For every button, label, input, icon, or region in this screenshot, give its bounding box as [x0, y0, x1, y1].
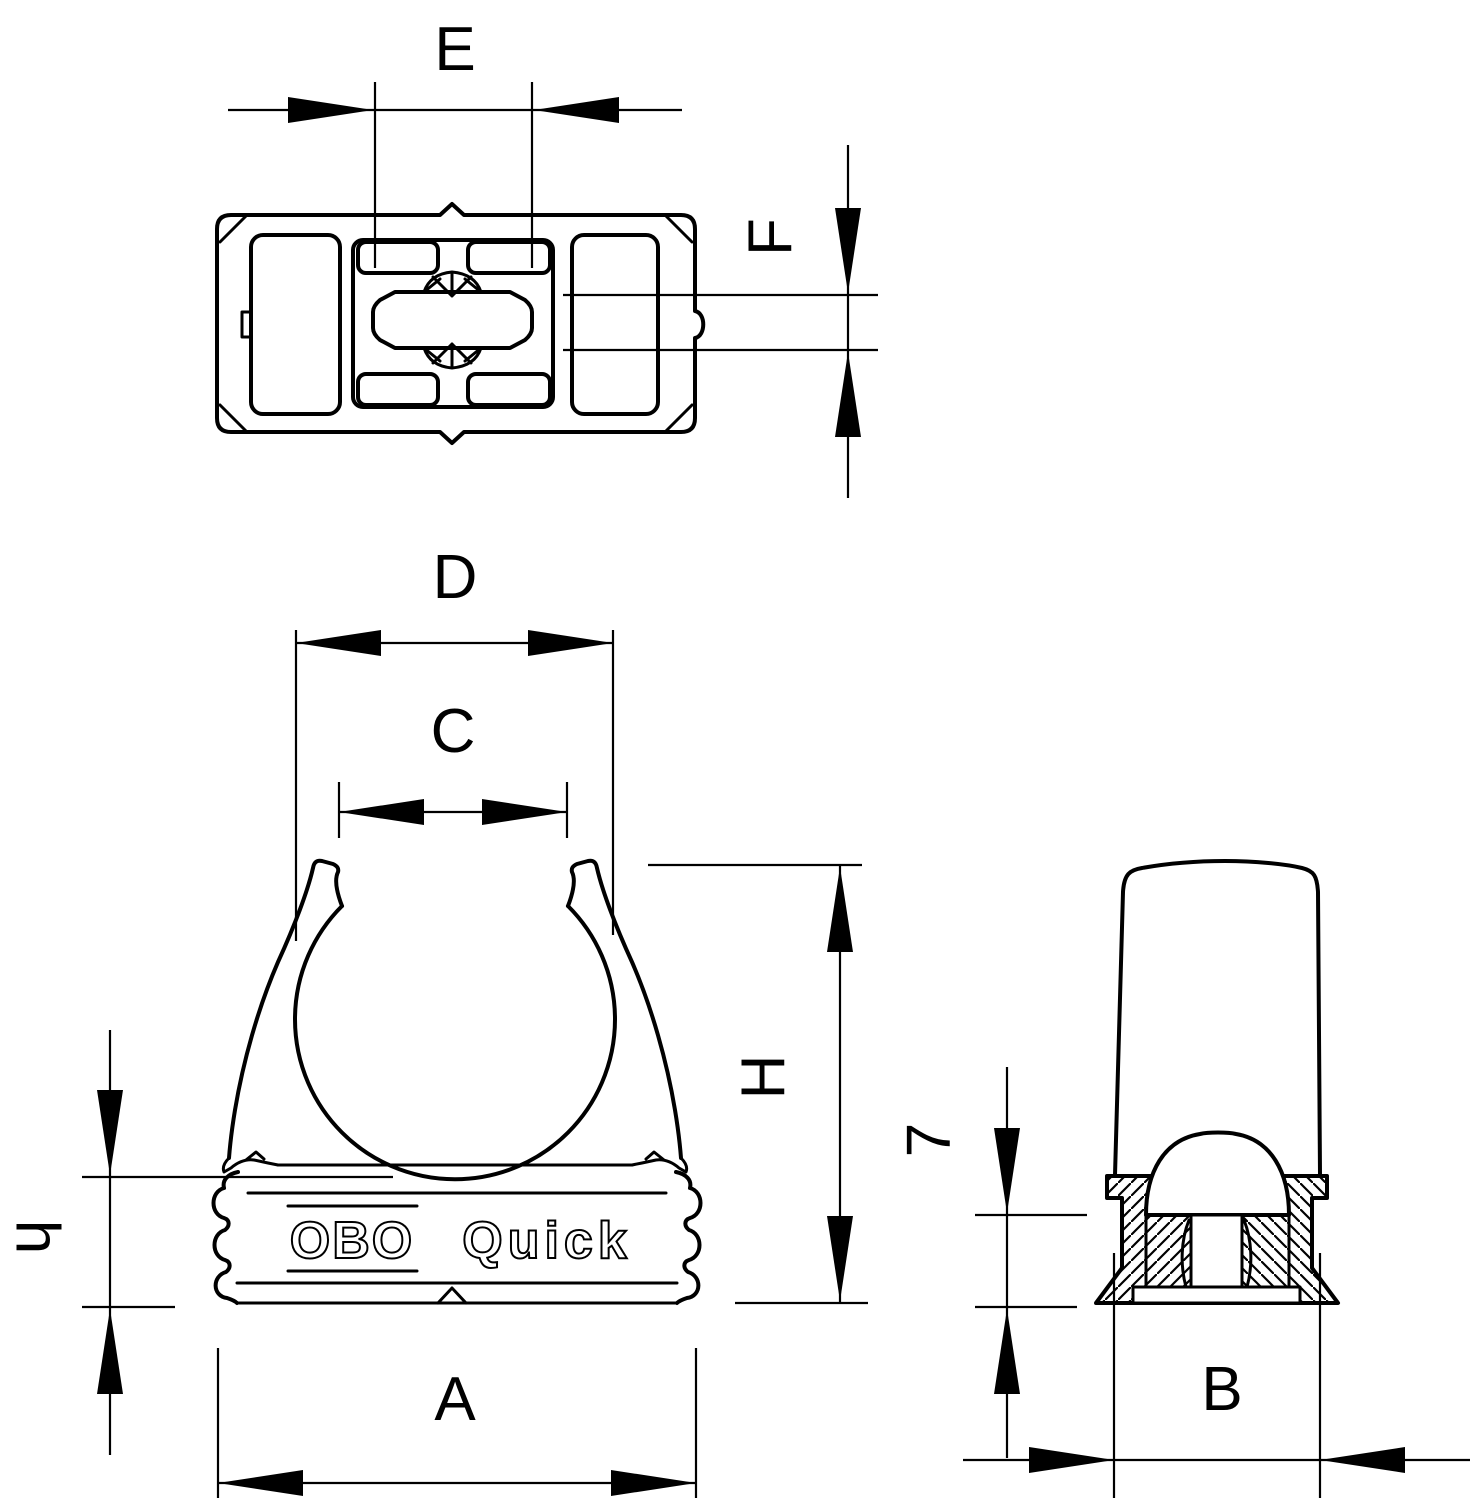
arrowhead — [1029, 1447, 1114, 1473]
dim-label-F: F — [737, 218, 806, 256]
arrowhead — [827, 1216, 853, 1301]
dim-label-7: 7 — [895, 1123, 964, 1157]
dimension-B: B — [963, 1253, 1470, 1498]
front-view-pipe-opening — [293, 904, 617, 1182]
dim-label-C: C — [431, 697, 476, 766]
top-view-right-pad — [570, 233, 660, 416]
top-view-fan-bottom — [422, 342, 483, 370]
arrowhead — [835, 352, 861, 437]
top-view-slot — [371, 290, 534, 350]
arrowhead — [528, 630, 613, 656]
front-view-base-left-serration — [211, 1170, 240, 1305]
dimension-A: A — [216, 1348, 698, 1498]
front-view-left-arm — [227, 858, 344, 1160]
dimension-D: D — [294, 543, 615, 941]
arrowhead — [288, 97, 373, 123]
emboss-product: Quick — [462, 1212, 632, 1270]
top-view — [215, 202, 706, 445]
dimension-C: C — [337, 697, 569, 838]
dimension-h: h — [2, 1030, 393, 1455]
side-view-cap — [1113, 859, 1322, 1177]
arrowhead — [994, 1309, 1020, 1394]
arrowhead — [339, 799, 424, 825]
arrowhead — [218, 1470, 303, 1496]
side-view-base-outline — [1094, 1174, 1340, 1305]
dim-label-A: A — [434, 1365, 476, 1434]
front-view-base-notch — [436, 1286, 468, 1305]
dimension-F: F — [563, 145, 878, 498]
arrowhead — [994, 1128, 1020, 1213]
dimension-E: E — [228, 15, 682, 268]
top-view-left-pad — [249, 233, 342, 416]
side-view-dome — [1144, 1130, 1291, 1217]
arrowhead — [827, 867, 853, 952]
dim-label-D: D — [433, 543, 478, 612]
top-view-fan-top — [422, 270, 483, 298]
arrowhead — [534, 97, 619, 123]
side-view-base-plate — [1131, 1285, 1302, 1305]
dim-label-h: h — [2, 1220, 71, 1254]
dim-label-E: E — [434, 15, 475, 84]
dimension-H: H — [648, 863, 868, 1305]
arrowhead — [1320, 1447, 1405, 1473]
arrowhead — [97, 1309, 123, 1394]
arrowhead — [835, 208, 861, 293]
front-view-right-ear — [630, 1150, 689, 1174]
front-view-left-ear — [221, 1150, 280, 1174]
arrowhead — [611, 1470, 696, 1496]
top-view-body-outline — [215, 202, 706, 445]
front-view-base-right-serration — [674, 1170, 703, 1305]
emboss-brand: OBO — [290, 1212, 414, 1270]
top-view-center-block — [351, 238, 555, 409]
arrowhead — [296, 630, 381, 656]
dim-label-H: H — [730, 1055, 799, 1100]
front-view: OBO Quick — [211, 858, 703, 1305]
dim-label-B: B — [1201, 1355, 1242, 1424]
side-view-stem — [1189, 1213, 1244, 1289]
arrowhead — [482, 799, 567, 825]
dimension-7: 7 — [895, 1067, 1087, 1458]
front-view-right-arm — [566, 858, 683, 1160]
arrowhead — [97, 1090, 123, 1175]
side-view — [1094, 859, 1340, 1305]
